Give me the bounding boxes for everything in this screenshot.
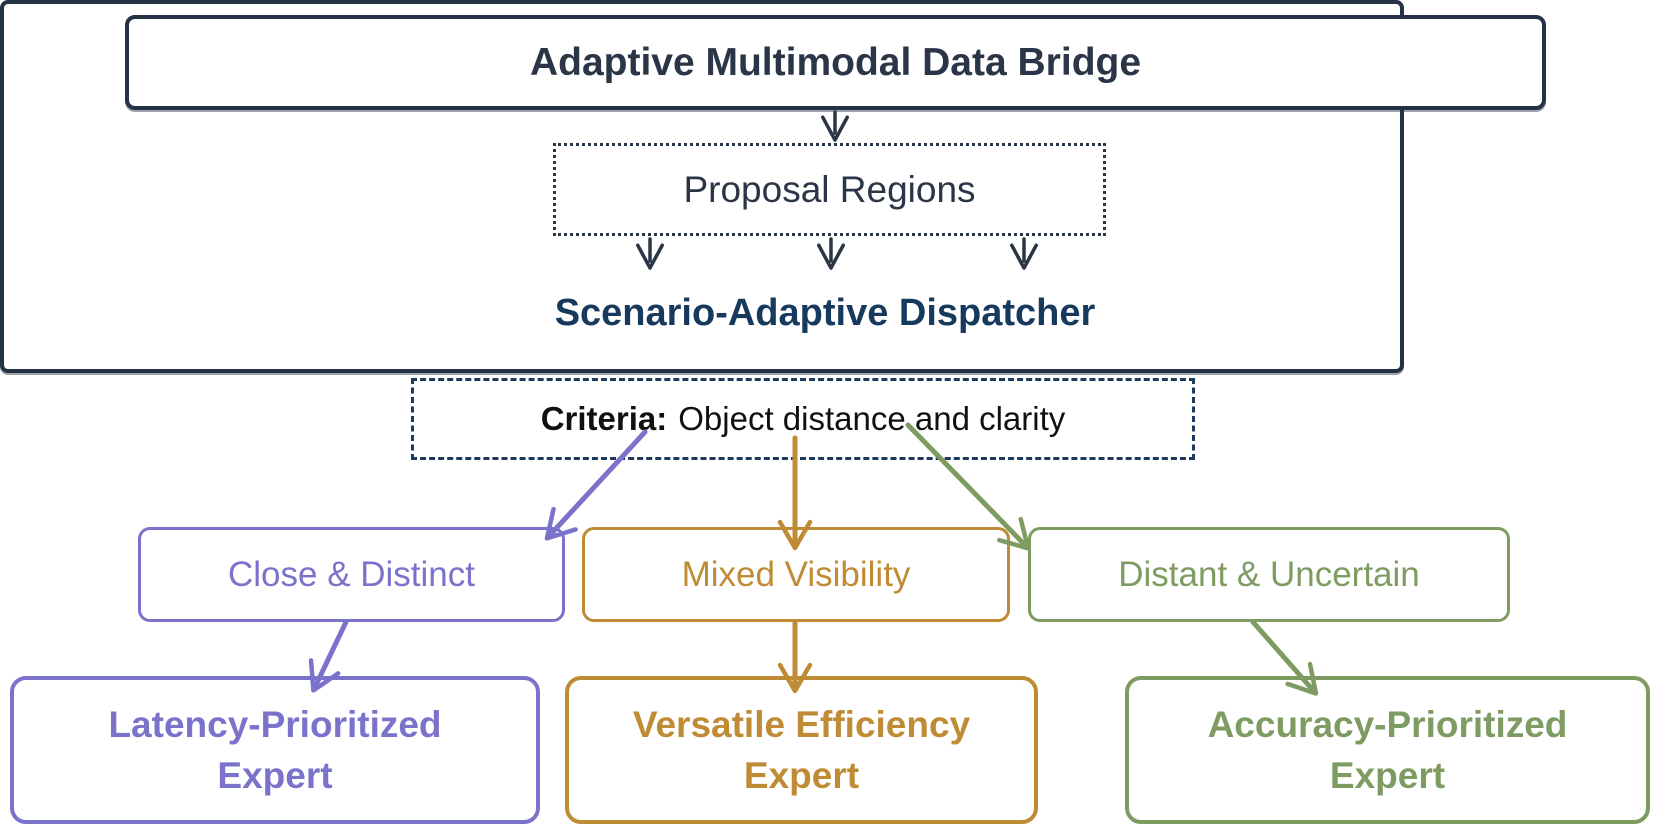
- expert-versatile-box: Versatile Efficiency Expert: [565, 676, 1038, 824]
- expert-versatile-line1: Versatile Efficiency: [632, 703, 971, 745]
- scenario-mixed-visibility-label: Mixed Visibility: [681, 554, 911, 594]
- scenario-distant-uncertain-box: Distant & Uncertain: [1028, 527, 1510, 622]
- scenario-distant-uncertain-label: Distant & Uncertain: [1118, 554, 1420, 594]
- bridge-box: Adaptive Multimodal Data Bridge: [125, 15, 1546, 110]
- criteria-box: Criteria: Object distance and clarity: [411, 378, 1195, 460]
- expert-accuracy-box: Accuracy-Prioritized Expert: [1125, 676, 1650, 824]
- expert-latency-line2: Expert: [217, 755, 333, 796]
- expert-accuracy-line2: Expert: [1329, 755, 1446, 796]
- scenario-close-distinct-label: Close & Distinct: [227, 554, 476, 594]
- proposal-regions-box: Proposal Regions: [553, 143, 1106, 236]
- scenario-close-distinct-box: Close & Distinct: [138, 527, 565, 622]
- expert-versatile-line2: Expert: [743, 755, 860, 796]
- criteria-text: Object distance and clarity: [678, 400, 1066, 437]
- expert-accuracy-line1: Accuracy-Prioritized: [1207, 703, 1568, 745]
- expert-latency-box: Latency-Prioritized Expert: [10, 676, 540, 824]
- expert-latency-line1: Latency-Prioritized: [108, 703, 442, 745]
- criteria-label: Criteria:: [540, 400, 668, 437]
- proposal-regions-label: Proposal Regions: [683, 168, 976, 210]
- dispatcher-title: Scenario-Adaptive Dispatcher: [554, 292, 1096, 334]
- scenario-mixed-visibility-box: Mixed Visibility: [582, 527, 1010, 622]
- bridge-title: Adaptive Multimodal Data Bridge: [529, 40, 1142, 84]
